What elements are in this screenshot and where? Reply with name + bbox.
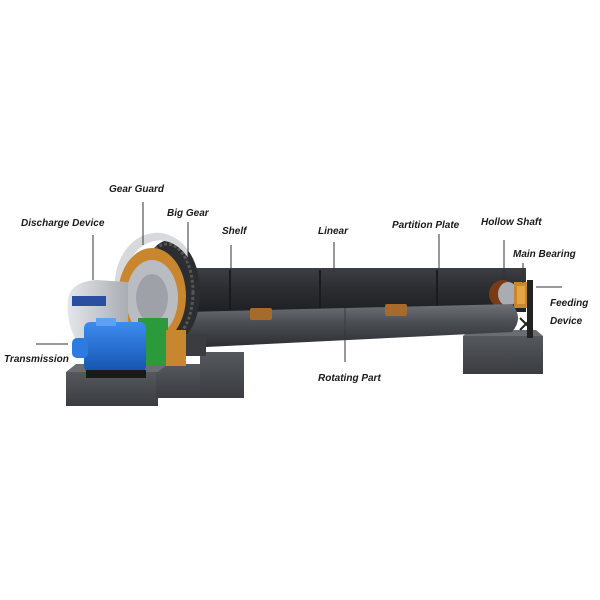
right-foundation — [463, 330, 543, 374]
label-gear-guard: Gear Guard — [109, 184, 165, 195]
label-main-bearing: Main Bearing — [513, 249, 576, 260]
hollow-shaft — [489, 280, 518, 308]
shelf-frame — [190, 268, 526, 312]
motor — [72, 318, 146, 378]
label-shelf: Shelf — [222, 226, 247, 237]
rotating-cylinder — [185, 304, 518, 348]
label-linear: Linear — [318, 226, 349, 237]
label-transmission: Transmission — [4, 354, 69, 365]
feeding-device — [519, 280, 533, 338]
callout-lines — [36, 202, 562, 362]
label-feeding-device-line2: Device — [550, 316, 583, 327]
label-discharge-device: Discharge Device — [21, 218, 105, 229]
gear-guard — [114, 232, 188, 344]
label-big-gear: Big Gear — [167, 208, 209, 219]
label-feeding-device-line1: Feeding — [550, 298, 589, 309]
label-rotating-part: Rotating Part — [318, 373, 381, 384]
label-partition-plate: Partition Plate — [392, 220, 460, 231]
label-hollow-shaft: Hollow Shaft — [481, 217, 542, 228]
main-bearing — [514, 282, 528, 308]
